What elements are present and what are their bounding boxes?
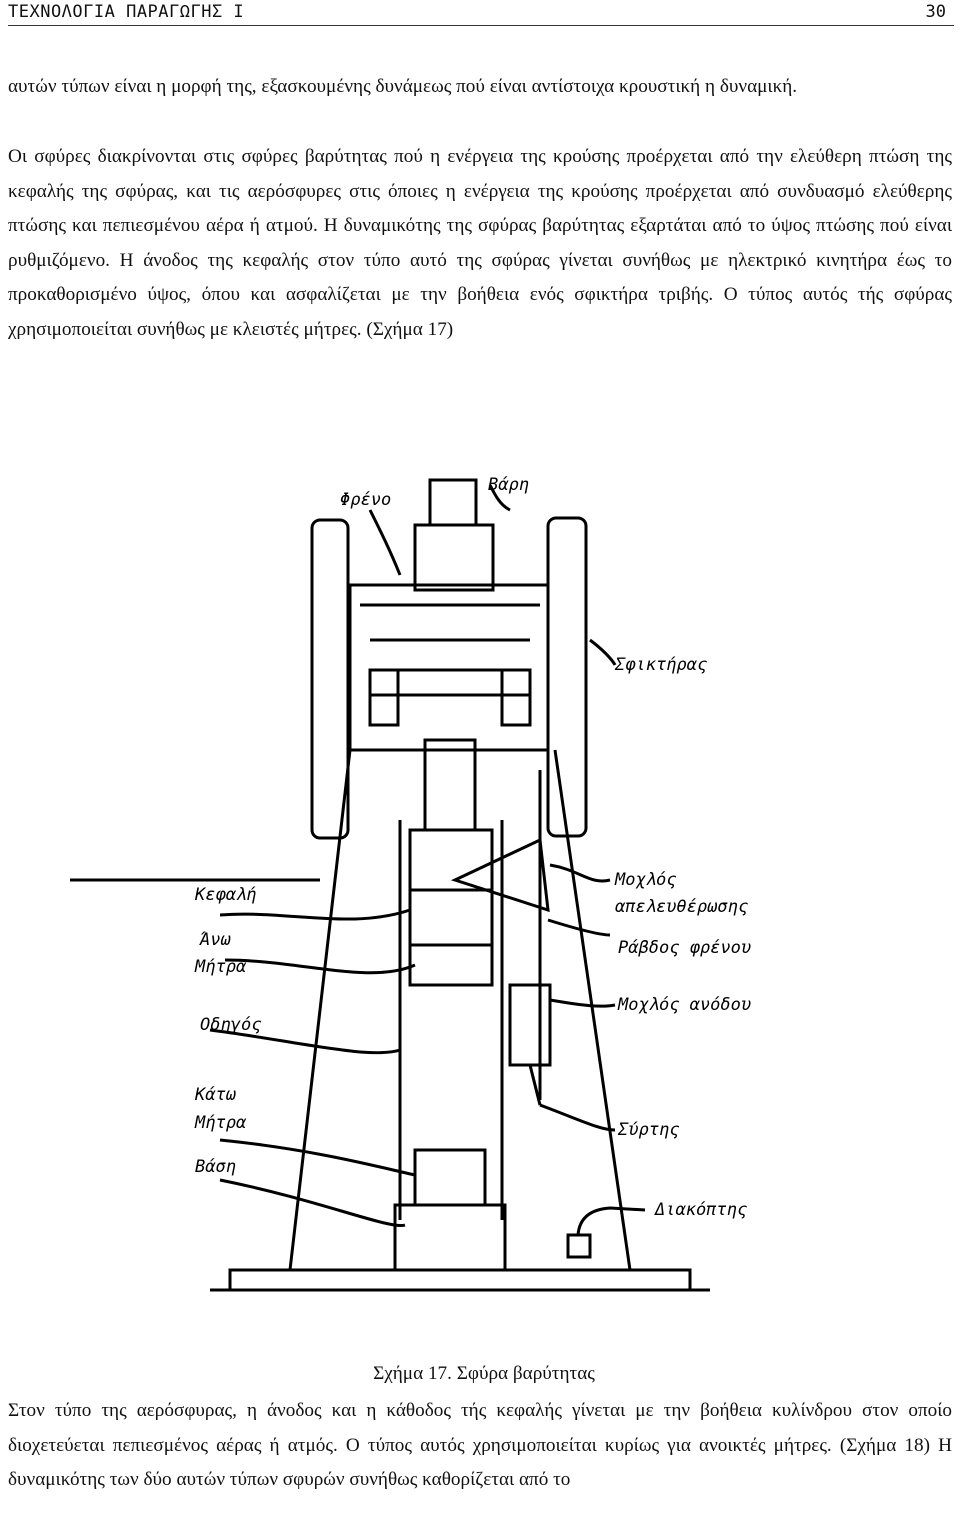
left-flywheel	[310, 518, 350, 840]
main-frame	[288, 749, 632, 1272]
label-weights: Βάρη	[488, 475, 529, 495]
label-clamp: Σφικτήρας	[614, 655, 707, 675]
label-upper-die: Μήτρα	[194, 957, 247, 977]
page-header: ΤΕΧΝΟΛΟΓΙΑ ΠΑΡΑΓΩΓΗΣ Ι 30	[0, 0, 960, 28]
figure-gravity-hammer: Φρένο Βάρη Σφικτήρας Κεφαλή Άνω Μήτρα Οδ…	[70, 440, 850, 1340]
paragraph-air-hammers: Στον τύπο της αερόσφυρας, η άνοδος και η…	[8, 1400, 952, 1490]
upper-frame	[348, 583, 550, 752]
label-base: Βάση	[195, 1157, 236, 1177]
label-slider: Σύρτης	[617, 1120, 679, 1140]
page-number: 30	[925, 2, 946, 22]
label-brake: Φρένο	[340, 490, 391, 510]
paragraph-gravity-hammers: Οι σφύρες διακρίνονται στις σφύρες βαρύτ…	[8, 146, 952, 340]
label-lift-lever: Μοχλός ανόδου	[617, 995, 751, 1015]
release-lever	[450, 837, 550, 913]
label-lower: Κάτω	[194, 1085, 237, 1105]
label-head: Κεφαλή	[194, 885, 256, 905]
paragraph-intro: αυτών τύπων είναι η μορφή της, εξασκουμέ…	[8, 76, 798, 97]
label-brake-rod: Ράβδος φρένου	[618, 938, 751, 958]
ram-head	[408, 828, 494, 987]
label-lever: Μοχλός	[614, 870, 676, 890]
header-divider	[8, 25, 954, 26]
label-lower-die: Μήτρα	[194, 1113, 247, 1133]
label-upper: Άνω	[199, 930, 231, 950]
label-switch: Διακόπτης	[654, 1200, 747, 1220]
brake-housing	[413, 523, 495, 592]
right-flywheel	[546, 516, 588, 838]
figure-caption: Σχήμα 17. Σφύρα βαρύτητας	[373, 1363, 595, 1384]
lower-die	[413, 1148, 487, 1207]
weights-block	[428, 478, 478, 527]
base-plate	[228, 1268, 692, 1292]
label-release: απελευθέρωσης	[615, 897, 748, 917]
switch-box	[566, 1233, 592, 1259]
header-title: ΤΕΧΝΟΛΟΓΙΑ ΠΑΡΑΓΩΓΗΣ Ι	[8, 2, 245, 22]
hammer-drawing: Φρένο Βάρη Σφικτήρας Κεφαλή Άνω Μήτρα Οδ…	[70, 475, 751, 1292]
label-guide: Οδηγός	[200, 1015, 261, 1035]
